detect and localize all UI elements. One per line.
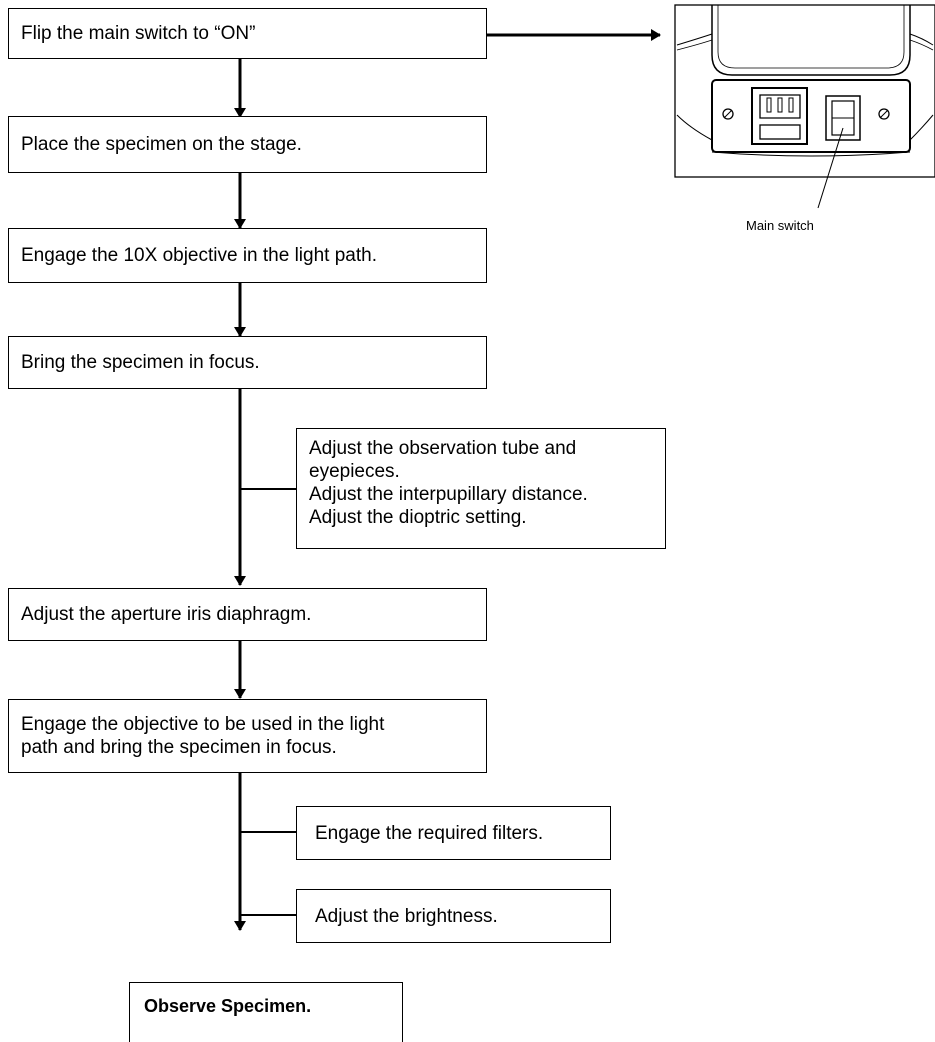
- side-step-tube-line3: Adjust the interpupillary distance.: [309, 484, 588, 505]
- side-step-observation-tube: Adjust the observation tube and eyepiece…: [296, 428, 666, 549]
- main-switch-caption: Main switch: [746, 218, 814, 233]
- step-aperture: Adjust the aperture iris diaphragm.: [8, 588, 487, 641]
- step-switch-on: Flip the main switch to “ON”: [8, 8, 487, 59]
- step-focus: Bring the specimen in focus.: [8, 336, 487, 389]
- step-observe: Observe Specimen.: [129, 982, 403, 1042]
- side-step-tube-line1: Adjust the observation tube and: [309, 438, 577, 459]
- step-engage-objective-line2: path and bring the specimen in focus.: [21, 737, 337, 758]
- side-step-filters: Engage the required filters.: [296, 806, 611, 860]
- side-step-tube-line4: Adjust the dioptric setting.: [309, 507, 527, 528]
- step-engage-10x: Engage the 10X objective in the light pa…: [8, 228, 487, 283]
- step-engage-10x-label: Engage the 10X objective in the light pa…: [21, 245, 377, 266]
- main-switch-illustration: [674, 4, 935, 209]
- step-observe-label: Observe Specimen.: [144, 996, 312, 1016]
- step-switch-on-label: Flip the main switch to “ON”: [21, 23, 256, 44]
- step-engage-objective: Engage the objective to be used in the l…: [8, 699, 487, 773]
- step-focus-label: Bring the specimen in focus.: [21, 352, 260, 373]
- step-aperture-label: Adjust the aperture iris diaphragm.: [21, 604, 312, 625]
- side-step-brightness: Adjust the brightness.: [296, 889, 611, 943]
- side-step-brightness-label: Adjust the brightness.: [315, 905, 498, 927]
- side-step-filters-label: Engage the required filters.: [315, 822, 544, 844]
- step-place-specimen: Place the specimen on the stage.: [8, 116, 487, 173]
- step-engage-objective-line1: Engage the objective to be used in the l…: [21, 714, 385, 735]
- side-step-tube-line2: eyepieces.: [309, 461, 400, 482]
- step-place-specimen-label: Place the specimen on the stage.: [21, 134, 302, 155]
